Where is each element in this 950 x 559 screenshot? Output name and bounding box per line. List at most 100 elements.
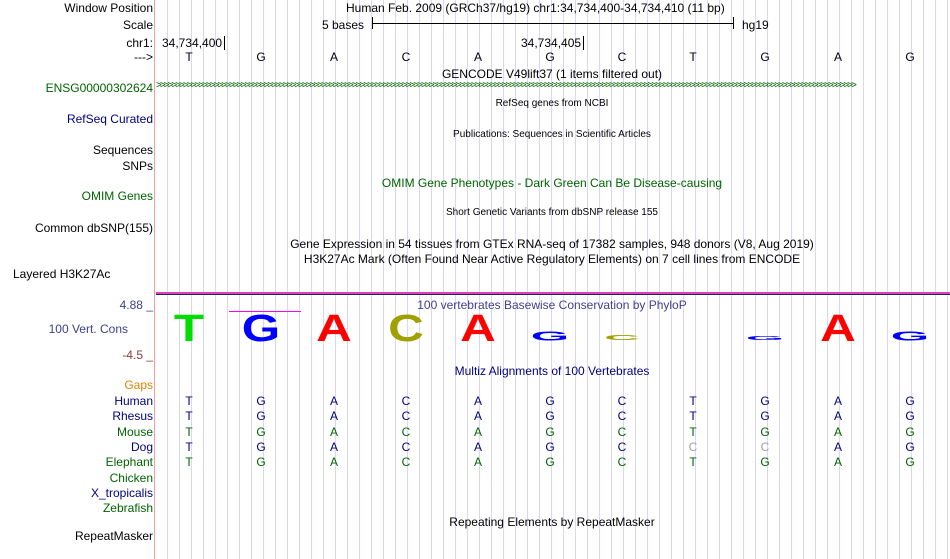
alignment-base: T (689, 424, 697, 439)
alignment-base: G (760, 424, 770, 439)
label-dbsnp[interactable]: Common dbSNP(155) (34, 221, 153, 235)
alignment-base: G (545, 455, 555, 470)
alignment-base: A (833, 394, 843, 408)
base-letter: T (185, 50, 193, 64)
refseq-title: RefSeq genes from NCBI (495, 98, 609, 109)
label-cons[interactable]: 100 Vert. Cons (48, 322, 128, 336)
alignment-base: A (329, 455, 339, 470)
label-sequences[interactable]: Sequences (92, 143, 153, 157)
alignment-base: G (905, 394, 915, 408)
alignment-base: C (401, 439, 411, 454)
alignment-base: C (617, 455, 627, 470)
conservation-logo-letter: G (241, 308, 281, 350)
alignment-base: T (185, 394, 193, 408)
species-label[interactable]: Mouse (116, 424, 153, 439)
conservation-logo-letter: G (530, 328, 570, 344)
label-gene[interactable]: ENSG00000302624 (45, 81, 153, 95)
base-letter: A (329, 50, 339, 64)
alignment-base: G (760, 455, 770, 470)
base-letter: C (401, 50, 411, 64)
alignment-base: G (905, 424, 915, 439)
window-position: Human Feb. 2009 (GRCh37/hg19) chr1:34,73… (346, 1, 725, 15)
conservation-logo-letter: T (173, 308, 205, 350)
phylop-title: 100 vertebrates Basewise Conservation by… (417, 298, 687, 312)
gene-strand-arrows[interactable]: >>>>>>>>>>>>>>>>>>>>>>>>>>>>>>>>>>>>>>>>… (156, 80, 857, 91)
label-refseq[interactable]: RefSeq Curated (66, 112, 153, 126)
alignment-base: A (473, 439, 483, 454)
alignment-base: G (545, 409, 555, 424)
alignment-base: A (473, 394, 483, 408)
alignment-base: G (256, 424, 266, 439)
species-label[interactable]: Zebrafish (102, 501, 153, 516)
alignment-base: G (545, 424, 555, 439)
alignment-base: C (617, 424, 627, 439)
assembly: hg19 (742, 18, 769, 32)
label-scale: Scale (122, 18, 153, 32)
alignment-base: A (329, 439, 339, 454)
alignment-base: G (256, 409, 266, 424)
gencode-title: GENCODE V49lift37 (1 items filtered out) (441, 67, 663, 81)
alignment-base: T (185, 409, 193, 424)
alignment-base: G (256, 439, 266, 454)
species-label[interactable]: Rhesus (112, 409, 153, 424)
alignment-base: C (617, 394, 627, 408)
alignment-base: G (545, 439, 555, 454)
alignment-base: A (833, 409, 843, 424)
label-repeatmasker[interactable]: RepeatMasker (74, 529, 153, 543)
alignment-base: G (256, 455, 266, 470)
conservation-logo-letter: A (316, 308, 352, 350)
scale-bar (372, 17, 734, 29)
base-letter: G (760, 50, 770, 64)
alignment-base: T (689, 394, 697, 408)
gtex-title: Gene Expression in 54 tissues from GTEx … (290, 237, 814, 251)
alignment-base: G (905, 439, 915, 454)
dbsnp-title: Short Genetic Variants from dbSNP releas… (446, 207, 658, 218)
conservation-logo-letter: G (745, 335, 785, 342)
alignment-base: A (833, 439, 843, 454)
conservation-logo-letter: A (820, 308, 856, 350)
species-label[interactable]: X_tropicalis (90, 485, 153, 500)
species-label[interactable]: Human (114, 394, 153, 408)
coord-start: 34,734,400 (162, 36, 226, 50)
species-label[interactable]: Elephant (105, 455, 153, 470)
base-letter: C (617, 50, 627, 64)
alignment-base: C (401, 455, 411, 470)
label-chr: chr1: (126, 36, 153, 50)
alignment-base: G (905, 455, 915, 470)
alignment-base: G (905, 409, 915, 424)
alignment-base: G (760, 394, 770, 408)
pubs-title: Publications: Sequences in Scientific Ar… (453, 129, 651, 140)
base-letter: G (905, 50, 915, 64)
label-arrow: ---> (134, 50, 153, 64)
alignment-base: A (329, 409, 339, 424)
alignment-base: A (473, 409, 483, 424)
alignment-base: C (617, 409, 627, 424)
label-snps[interactable]: SNPs (122, 159, 153, 173)
multiz-title: Multiz Alignments of 100 Vertebrates (454, 364, 650, 378)
cons-min: -4.5 _ (122, 348, 153, 362)
label-window-position: Window Position (64, 1, 153, 15)
alignment-base: C (401, 394, 411, 408)
base-letter: A (473, 50, 483, 64)
alignment-base: C (688, 439, 698, 454)
label-gaps: Gaps (124, 378, 153, 392)
alignment-base: G (760, 409, 770, 424)
alignment-base: A (833, 455, 843, 470)
base-letter: G (545, 50, 555, 64)
alignment-base: C (760, 439, 770, 454)
alignment-base: G (256, 394, 266, 408)
species-label[interactable]: Chicken (109, 470, 153, 485)
label-h3k27ac[interactable]: Layered H3K27Ac (13, 267, 111, 281)
alignment-base: T (689, 409, 697, 424)
conservation-logo-letter: C (604, 333, 640, 342)
base-letter: T (689, 50, 697, 64)
coord-mid: 34,734,405 (521, 36, 585, 50)
base-letter: G (256, 50, 266, 64)
species-label[interactable]: Dog (130, 439, 153, 454)
scale-text: 5 bases (322, 18, 365, 32)
label-omim[interactable]: OMIM Genes (81, 189, 153, 203)
alignment-base: A (329, 394, 339, 408)
alignment-base: A (833, 424, 843, 439)
highlight-line (229, 311, 301, 312)
alignment-base: T (185, 439, 193, 454)
